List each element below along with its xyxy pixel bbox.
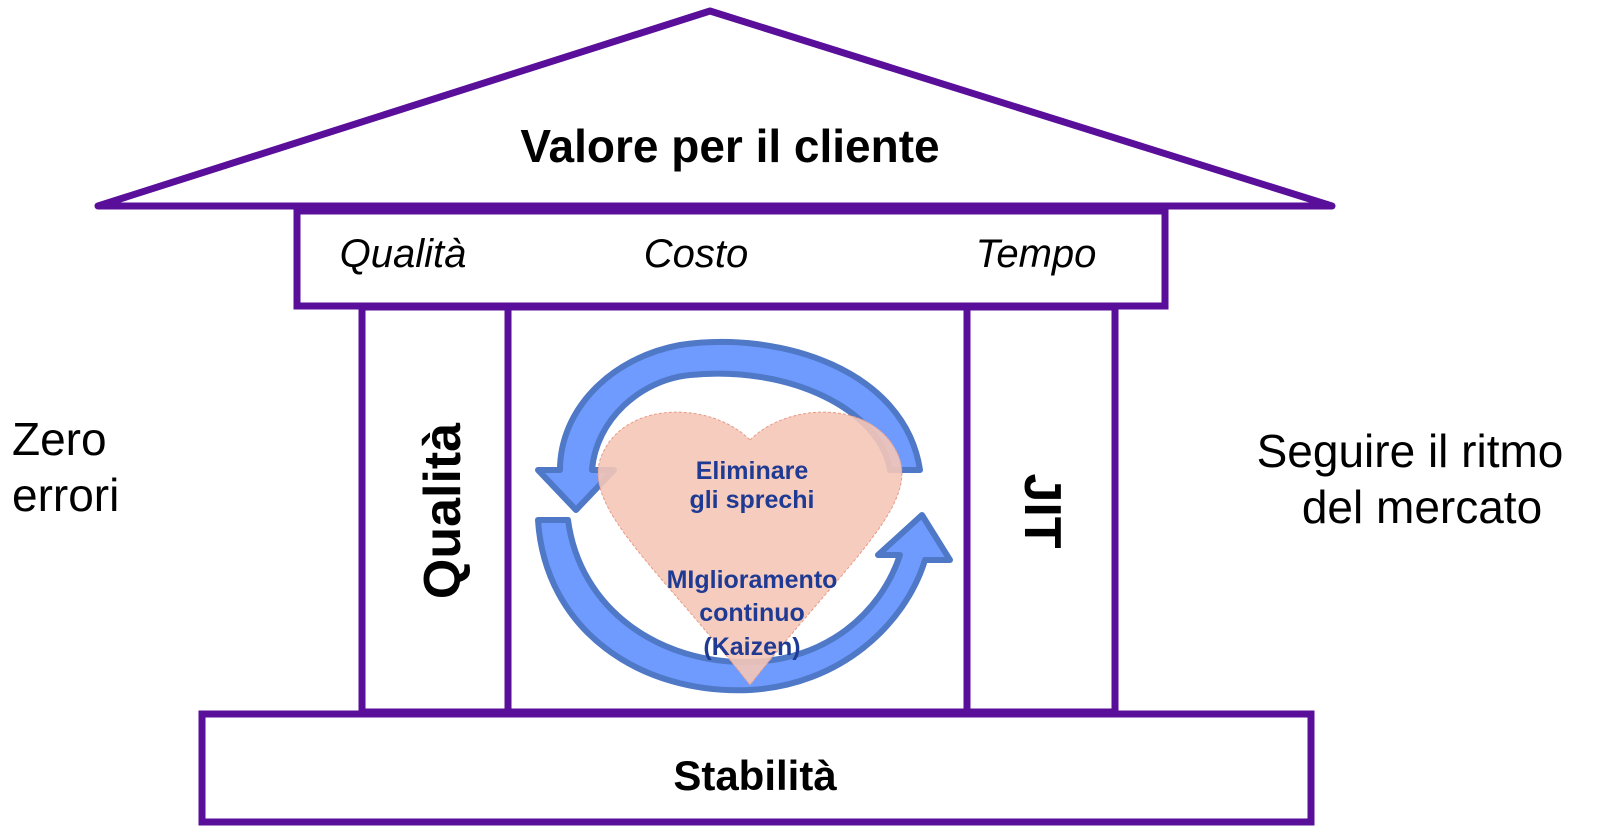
cycle-arrow-lower [535, 512, 953, 694]
heart-text-line-1: Eliminare [696, 457, 809, 485]
right-pillar [963, 303, 1119, 716]
side-text-right-line-1: Seguire il ritmo [1257, 425, 1564, 477]
left-pillar [358, 303, 512, 716]
roof-title: Valore per il cliente [520, 120, 939, 172]
cycle-arrows-icon [535, 339, 953, 694]
side-text-right-line-2: del mercato [1302, 481, 1542, 533]
base-label: Stabilità [673, 752, 837, 799]
pillar-label-right: JIT [1013, 473, 1071, 548]
beam-label-right: Tempo [976, 232, 1097, 276]
kaizen-text-line-1: MIglioramento [667, 566, 838, 594]
kaizen-text-line-2: continuo [699, 599, 805, 627]
beam-label-center: Costo [644, 232, 749, 276]
side-text-left-line-2: errori [12, 469, 119, 521]
side-text-left-line-1: Zero [12, 413, 107, 465]
kaizen-text-line-3: (Kaizen) [703, 633, 800, 661]
base [198, 710, 1315, 826]
heart-icon [597, 411, 903, 686]
beam-label-left: Qualità [340, 232, 467, 276]
cycle-arrow-upper [535, 339, 923, 513]
pillar-label-left: Qualità [414, 422, 472, 599]
roof [94, 7, 1336, 210]
heart-text-line-2: gli sprechi [689, 486, 814, 514]
